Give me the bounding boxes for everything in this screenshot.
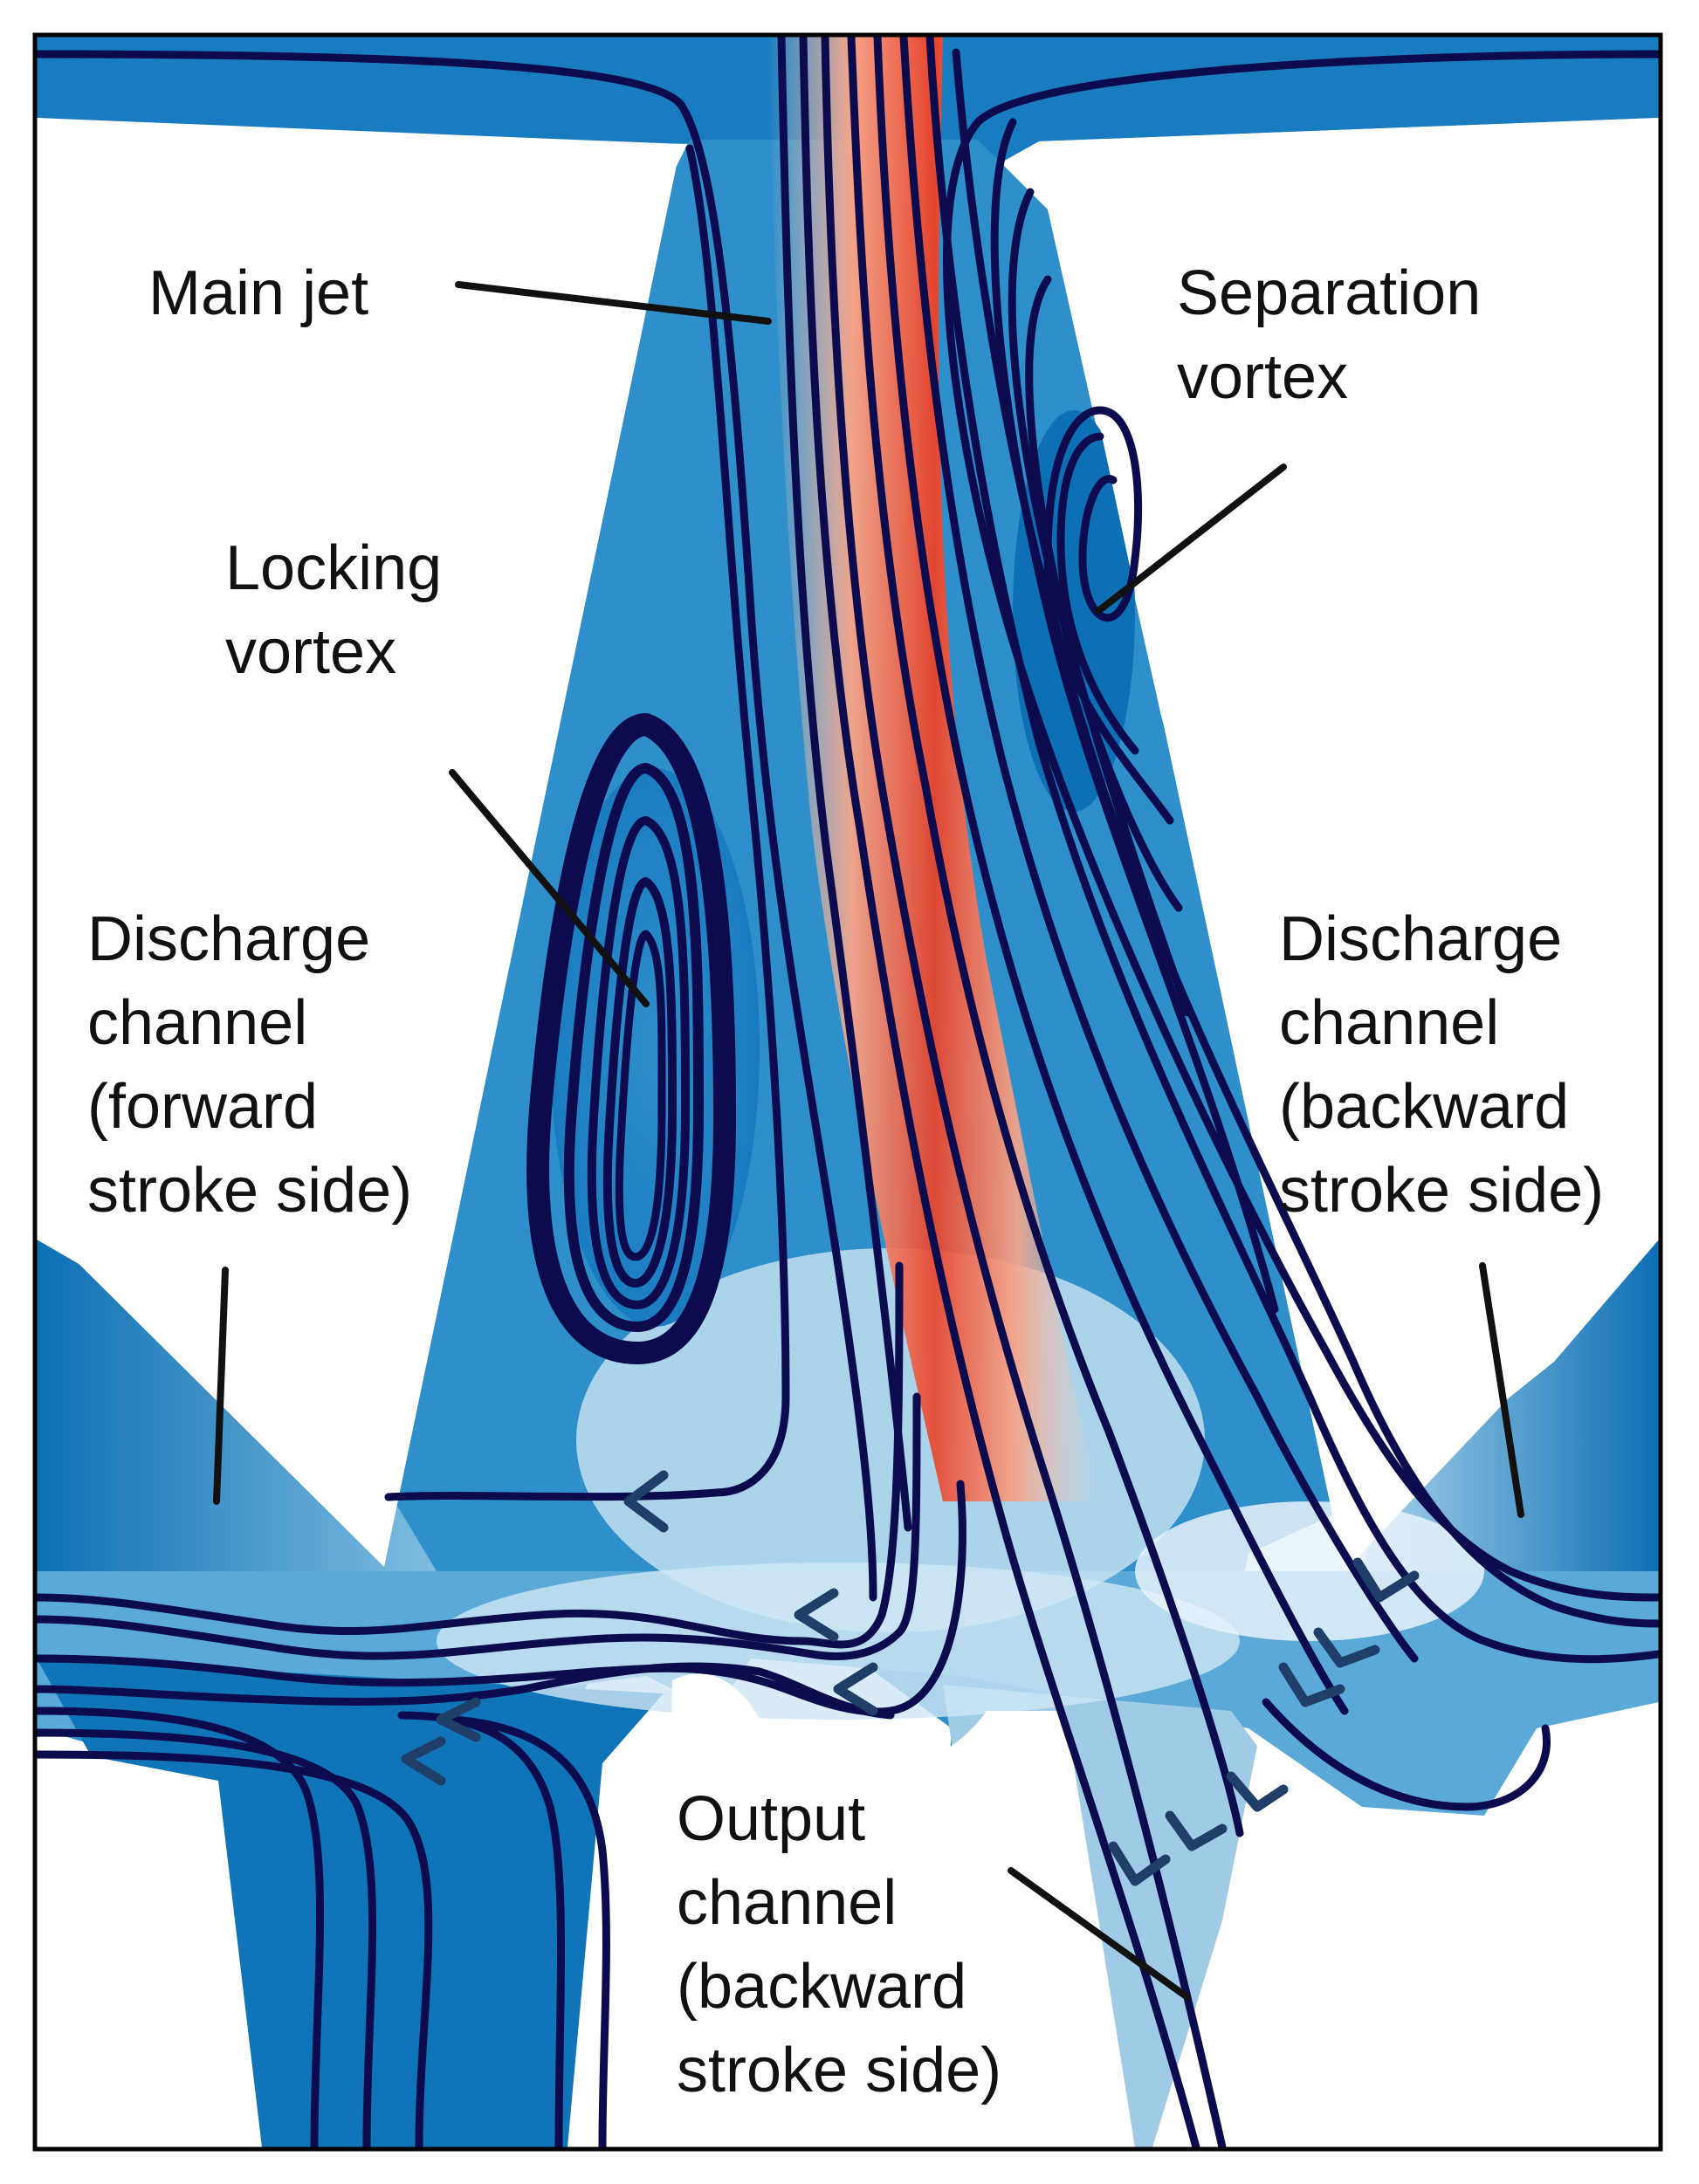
labels: Main jet Separation vortex Locking vorte… (87, 258, 1604, 2105)
locking-loop-1 (526, 713, 736, 1364)
main-jet-core (768, 37, 1100, 1501)
locking-loop-4 (602, 877, 677, 1288)
streamline-jet-1 (777, 32, 912, 1532)
locking-loop-2 (563, 763, 704, 1332)
separation-vortex-spiral-2 (1056, 432, 1139, 755)
streamline-jet-5 (873, 32, 1349, 1715)
arrow-lower-left-1 (436, 1697, 481, 1742)
label-discharge-backward: Discharge channel (backward stroke side) (1279, 904, 1604, 1226)
right-channel-wash (1135, 1501, 1484, 1641)
streamline-right-arm-2 (990, 118, 1279, 1314)
arrow-right-3 (1278, 1662, 1345, 1707)
streamline-lower-left-4 (397, 1711, 565, 2152)
arrow-lower-2 (833, 1662, 878, 1716)
figure-frame (32, 32, 1663, 2152)
arrow-right-1 (1352, 1557, 1420, 1603)
streamline-left-arm-1 (32, 50, 877, 1602)
leader-separation-vortex (1095, 464, 1287, 615)
label-locking-vortex: Locking vortex (225, 533, 459, 687)
streamline-lower-2 (32, 1392, 921, 1660)
lower-right-wall (1345, 1728, 1659, 2147)
streamlines (32, 32, 1663, 2152)
streamline-lower-4 (32, 1662, 895, 1720)
label-discharge-forward: Discharge channel (forward stroke side) (87, 904, 412, 1226)
arrow-right-2 (1313, 1627, 1380, 1668)
arrow-right-5 (1165, 1810, 1228, 1851)
streamline-lower-left-5 (450, 1715, 610, 2152)
streamline-jet-6 (899, 32, 1419, 1663)
flow-arrows (401, 1470, 1420, 1886)
streamline-lower-1 (32, 1261, 904, 1649)
label-separation-vortex: Separation vortex (1177, 258, 1498, 412)
leader-locking-vortex (449, 769, 650, 1007)
leader-output-backward (1008, 1867, 1191, 2001)
left-upper-wall (37, 118, 681, 1567)
right-discharge-channel (1362, 1240, 1659, 1571)
leader-lines (213, 281, 1524, 2001)
arrow-left-discharge (623, 1470, 669, 1533)
arrow-right-4 (1226, 1771, 1289, 1812)
streamline-jet-7 (925, 32, 1663, 1664)
arrow-right-6 (1108, 1841, 1171, 1886)
leader-main-jet (455, 281, 772, 325)
separation-vortex-spiral (1043, 406, 1174, 825)
streamline-jet-3 (821, 32, 1227, 2152)
solid-walls (37, 118, 1659, 2147)
leader-discharge-backward (1479, 1262, 1524, 1518)
streamline-jet-2 (799, 32, 1200, 2152)
streamline-lower-left-2 (32, 1728, 377, 2152)
center-splitter (664, 1673, 1135, 2147)
label-output-backward: Output channel (backward stroke side) (677, 1784, 1001, 2105)
arrow-lower-1 (794, 1588, 839, 1642)
streamline-jet-4 (847, 32, 1244, 1837)
right-upper-wall (1039, 118, 1659, 1571)
lower-left-wall (37, 1746, 262, 2147)
streamline-lower-left-3 (32, 1750, 433, 2152)
streamline-right-arm-1 (942, 50, 1663, 1602)
streamline-lower-left-1 (32, 1707, 325, 2152)
locking-loop-5 (615, 930, 666, 1261)
streamline-right-arm-4 (1025, 275, 1183, 912)
leader-discharge-forward (213, 1267, 229, 1505)
label-main-jet: Main jet (148, 258, 368, 328)
streamline-lower-right-1 (1262, 1698, 1551, 1811)
arrow-lower-left-2 (401, 1736, 446, 1786)
